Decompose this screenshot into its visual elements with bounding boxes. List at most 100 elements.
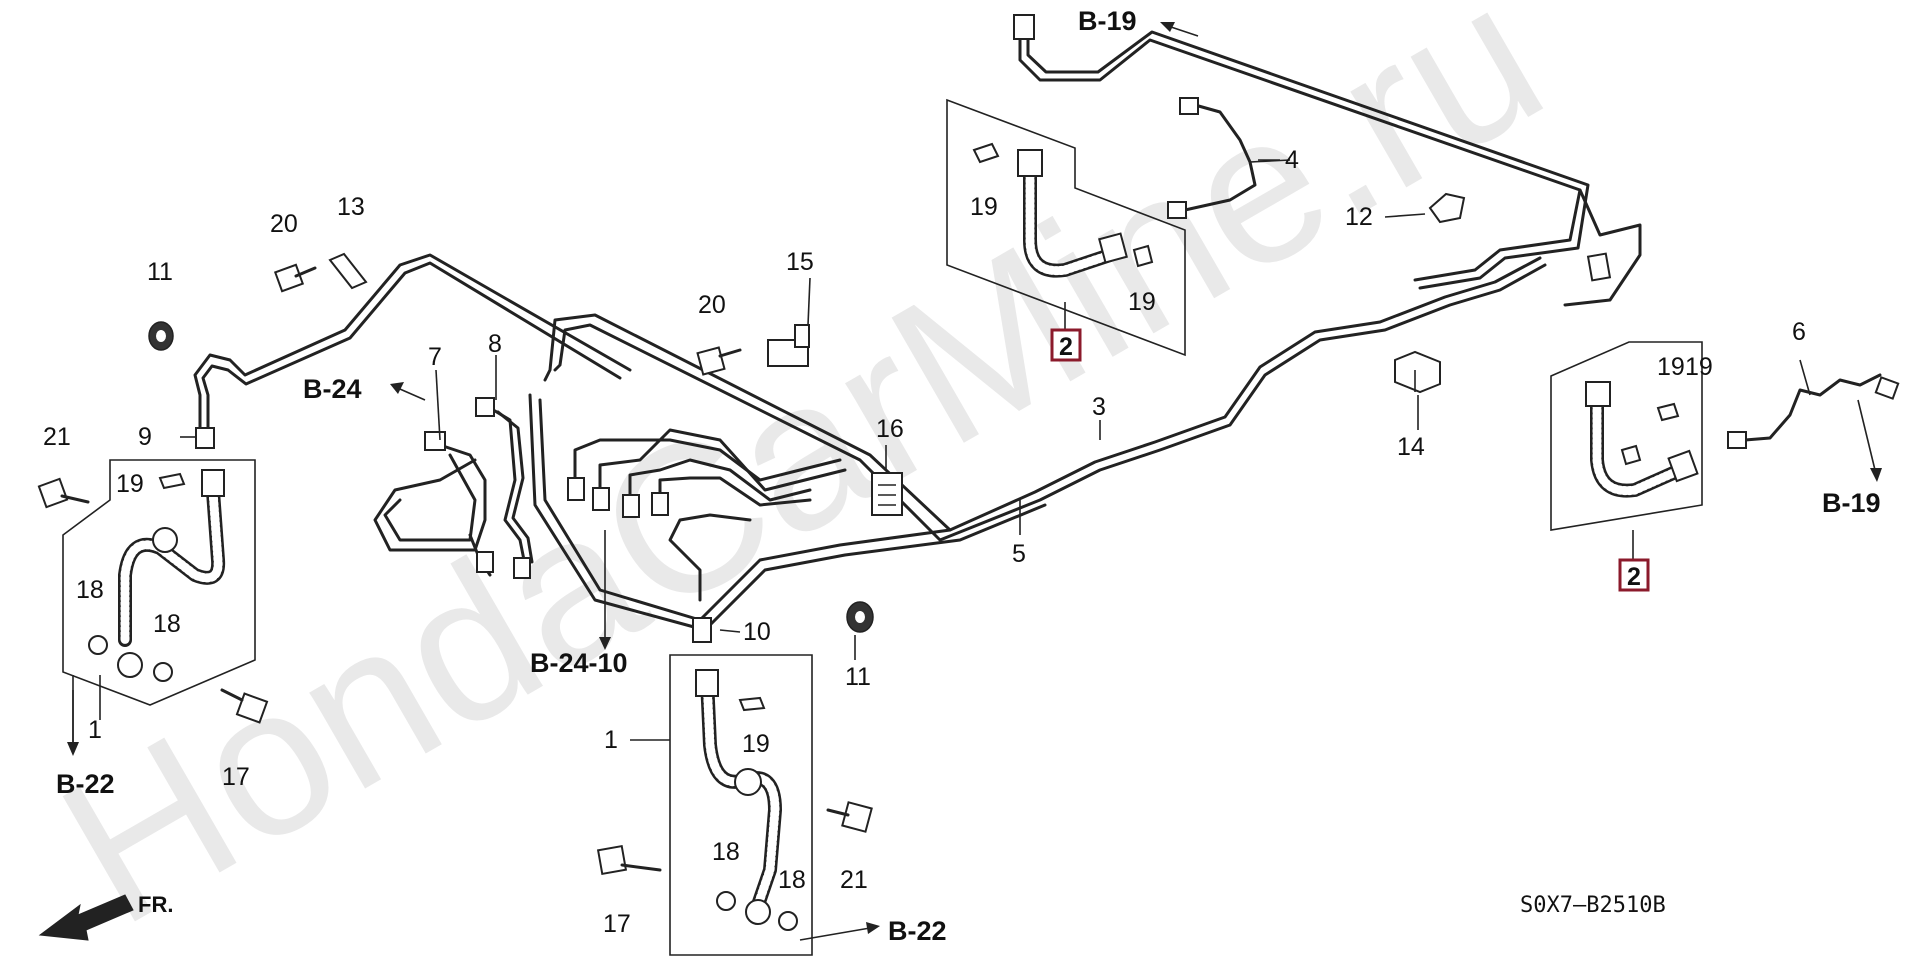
center-brake-pipe-bundle[interactable] [573,428,847,602]
reference-b19-top[interactable]: B-19 [1078,6,1137,36]
reference-b24-10[interactable]: B-24-10 [530,648,628,678]
reference-b19-right[interactable]: B-19 [1822,488,1881,518]
callout-part-18: 18 [712,838,740,866]
banjo-fitting-icon [734,768,762,796]
front-brake-hose-1-bottom[interactable] [669,654,813,956]
brake-hose-assembly-2-right[interactable] [1550,341,1703,531]
callout-part-19: 19 [1657,353,1685,381]
flare-nut-icon [622,494,640,518]
callout-part-1: 1 [88,716,102,744]
sealing-washer-icon [778,911,798,931]
callout-part-9: 9 [138,423,152,451]
part-2-highlight-box [1618,558,1650,592]
banjo-fitting-icon [152,527,178,553]
callout-part-7: 7 [428,343,442,371]
sealing-washer-icon [716,891,736,911]
flare-nut-icon [1013,14,1035,40]
callout-part-11: 11 [845,663,871,691]
callout-part-8: 8 [488,330,502,358]
flare-nut-icon [651,492,669,516]
main-brake-pipes-3-5[interactable] [528,256,1547,632]
callout-part-12: 12 [1345,203,1373,231]
callout-part-17: 17 [603,910,631,938]
reference-b24[interactable]: B-24 [303,374,362,404]
callout-part-4: 4 [1285,146,1299,174]
callout-part-19: 19 [1685,353,1713,381]
callout-part-20: 20 [698,291,726,319]
hose-end-fitting-icon [201,469,225,497]
flare-nut-icon [195,427,215,449]
callout-leaders [180,159,1811,660]
callout-part-18: 18 [778,866,806,894]
sealing-washer-icon [88,635,108,655]
brake-pipe-9[interactable] [193,253,632,432]
front-brake-hose-1-left[interactable] [62,459,256,706]
callout-part-16: 16 [876,415,904,443]
flare-nut-icon [1727,431,1747,449]
callout-part-3: 3 [1092,393,1106,421]
callout-part-18: 18 [76,576,104,604]
hose-end-fitting-icon [1667,449,1699,483]
callout-part-19: 19 [970,193,998,221]
banjo-fitting-icon [117,652,143,678]
callout-part-10: 10 [743,618,771,646]
pipe-clamp-15[interactable] [767,324,810,367]
brake-hose-assembly-2-center[interactable] [946,98,1186,357]
bolt-17-bottom[interactable] [596,844,662,876]
flare-nut-icon [475,397,495,417]
flare-nut-icon [513,557,531,579]
rear-brake-pipe-upper[interactable] [1018,28,1642,307]
reference-b22-bottom[interactable]: B-22 [888,916,947,946]
hose-clip-icon [1656,402,1680,422]
pipe-clamp-14[interactable] [1394,350,1441,394]
hose-clip-icon [1132,244,1154,268]
hose-clip-icon [1620,444,1642,466]
callout-part-21: 21 [840,866,868,894]
bolt-21-bottom[interactable] [826,801,873,833]
flare-nut-icon [1874,376,1900,400]
bolt-21-left[interactable] [37,477,90,509]
brake-pipe-4[interactable] [1183,103,1291,212]
hose-clip-icon [972,142,1000,164]
diagram-code: S0X7–B2510B [1520,893,1666,918]
callout-part-11: 11 [147,258,173,286]
brake-pipe-8[interactable] [488,406,534,567]
flare-nut-icon [424,431,446,451]
hose-end-fitting-icon [695,669,719,697]
flare-nut-icon [1179,97,1199,115]
pipe-clip-12[interactable] [1428,192,1466,224]
bolt-17-left[interactable] [220,688,269,724]
callout-part-20: 20 [270,210,298,238]
callout-part-21: 21 [43,423,71,451]
hose-clip-icon [158,472,186,490]
bolt-20-left[interactable] [273,263,317,293]
flare-nut-icon [692,617,712,643]
callout-numbers: 1 1 2 2 3 4 5 6 7 8 9 10 11 11 12 13 14 … [43,146,1806,938]
pipe-clamp-13[interactable] [328,252,368,290]
callout-part-15: 15 [786,248,814,276]
callout-part-2: 2 [1059,333,1073,361]
callout-part-19: 19 [116,470,144,498]
callout-part-6: 6 [1792,318,1806,346]
reference-b22-left[interactable]: B-22 [56,769,115,799]
callout-part-19: 19 [1128,288,1156,316]
sealing-washer-icon [153,662,173,682]
part-2-highlight-box [1050,328,1082,362]
callout-part-17: 17 [222,763,250,791]
callout-part-18: 18 [153,610,181,638]
pipe-clamp-16[interactable] [871,472,903,516]
callout-part-1: 1 [604,726,618,754]
front-direction-label: FR. [138,892,173,917]
front-direction-arrow-icon: FR. [38,892,173,941]
bolt-20-center[interactable] [696,346,742,376]
hose-end-fitting-icon [1017,149,1043,177]
sealing-washer-11-left[interactable] [148,321,174,351]
flare-nut-icon [1167,201,1187,219]
reference-arrows [67,22,1882,941]
flare-nut-icon [592,487,610,511]
sealing-washer-11-center[interactable] [846,601,874,633]
flare-nut-icon [1586,252,1612,282]
callout-part-2: 2 [1627,563,1641,591]
